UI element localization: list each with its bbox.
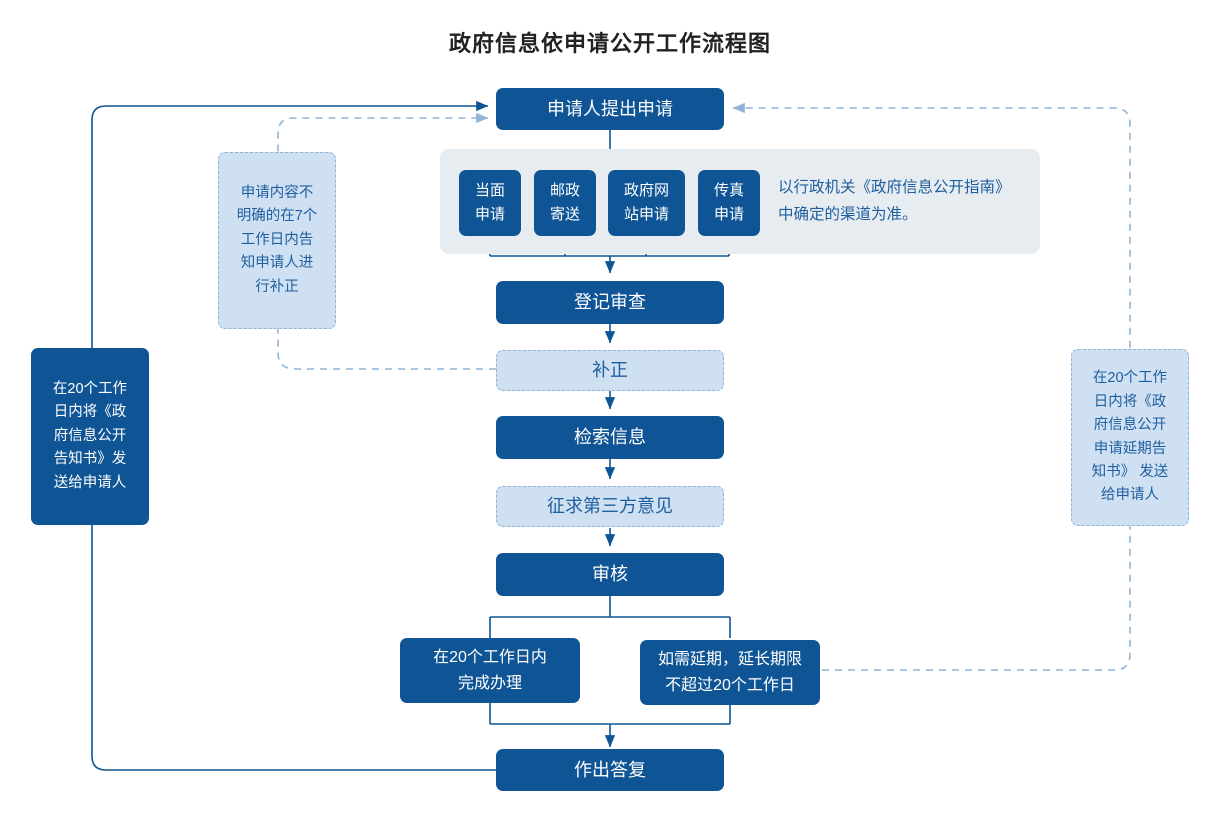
node-register-review[interactable]: 登记审查 [496, 281, 724, 324]
channel-note: 以行政机关《政府信息公开指南》中确定的渠道为准。 [778, 179, 1011, 224]
node-retrieve-information[interactable]: 检索信息 [496, 416, 724, 459]
node-make-reply[interactable]: 作出答复 [496, 749, 724, 791]
node-channel-fax[interactable]: 传真申请 [698, 170, 760, 236]
node-review[interactable]: 审核 [496, 553, 724, 596]
node-channel-in-person[interactable]: 当面申请 [459, 170, 521, 236]
node-third-party-opinion[interactable]: 征求第三方意见 [496, 486, 724, 527]
node-extension-20-days[interactable]: 如需延期，延长期限不超过20个工作日 [640, 640, 820, 705]
note-disclosure-notice-20-days[interactable]: 在20个工作日内将《政府信息公开告知书》发送给申请人 [31, 348, 149, 525]
note-supplement-7-days[interactable]: 申请内容不明确的在7个工作日内告知申请人进行补正 [218, 152, 336, 329]
page-title: 政府信息依申请公开工作流程图 [448, 31, 771, 56]
node-start[interactable]: 申请人提出申请 [496, 88, 724, 130]
note-extension-notice-20-days[interactable]: 在20个工作日内将《政府信息公开申请延期告知书》 发送给申请人 [1071, 349, 1189, 526]
node-channel-website[interactable]: 政府网站申请 [608, 170, 685, 236]
node-complete-within-20-days[interactable]: 在20个工作日内完成办理 [400, 638, 580, 703]
node-channel-postal[interactable]: 邮政寄送 [534, 170, 596, 236]
node-supplement[interactable]: 补正 [496, 350, 724, 391]
